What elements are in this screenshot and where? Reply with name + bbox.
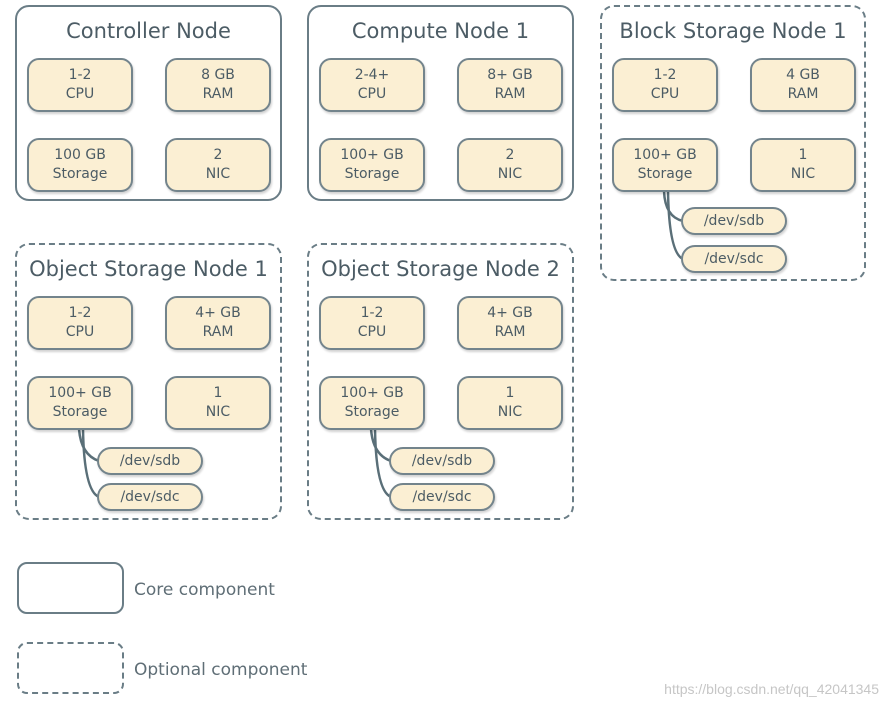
node-title: Object Storage Node 2: [321, 257, 560, 281]
resource-unit: Storage: [52, 166, 108, 182]
resource-unit: Storage: [52, 404, 108, 420]
cpu-resource: 1-2 CPU: [319, 296, 425, 350]
resource-unit: CPU: [650, 86, 680, 102]
cpu-resource: 1-2 CPU: [612, 58, 718, 112]
resource-value: 100+ GB: [340, 385, 404, 401]
nic-resource: 2 NIC: [457, 138, 563, 192]
storage-resource: 100+ GB Storage: [27, 376, 133, 430]
resource-unit: CPU: [357, 86, 387, 102]
node-title: Compute Node 1: [351, 19, 530, 43]
disk-sdc: /dev/sdc: [681, 245, 787, 273]
resource-unit: Storage: [344, 404, 400, 420]
disk-sdb: /dev/sdb: [97, 447, 203, 475]
resource-unit: RAM: [494, 86, 526, 102]
storage-resource: 100+ GB Storage: [612, 138, 718, 192]
cpu-resource: 1-2 CPU: [27, 296, 133, 350]
resource-value: 8 GB: [201, 67, 235, 83]
resource-value: 100 GB: [54, 147, 106, 163]
resource-value: 1: [798, 147, 808, 163]
resource-value: 1: [213, 385, 223, 401]
legend-core-swatch: [17, 562, 124, 614]
nic-resource: 1 NIC: [165, 376, 271, 430]
resource-value: 4+ GB: [487, 305, 533, 321]
resource-value: 2: [505, 147, 515, 163]
cpu-resource: 1-2 CPU: [27, 58, 133, 112]
nic-resource: 1 NIC: [750, 138, 856, 192]
resource-unit: RAM: [202, 324, 234, 340]
watermark: https://blog.csdn.net/qq_42041345: [664, 681, 879, 697]
resource-value: 1: [505, 385, 515, 401]
ram-resource: 4+ GB RAM: [457, 296, 563, 350]
resource-value: 1-2: [360, 305, 384, 321]
resource-unit: RAM: [787, 86, 819, 102]
storage-resource: 100+ GB Storage: [319, 138, 425, 192]
cpu-resource: 2-4+ CPU: [319, 58, 425, 112]
disk-sdc: /dev/sdc: [389, 483, 495, 511]
resource-value: 2: [213, 147, 223, 163]
resource-value: 100+ GB: [340, 147, 404, 163]
resource-value: 1-2: [68, 67, 92, 83]
node-title: Block Storage Node 1: [619, 19, 847, 43]
object-storage-node-2: Object Storage Node 2 1-2 CPU 4+ GB RAM …: [307, 243, 574, 520]
legend-optional-label: Optional component: [134, 660, 308, 680]
resource-value: 1-2: [653, 67, 677, 83]
storage-resource: 100 GB Storage: [27, 138, 133, 192]
resource-value: 100+ GB: [48, 385, 112, 401]
legend-core-label: Core component: [134, 580, 275, 600]
ram-resource: 4 GB RAM: [750, 58, 856, 112]
disk-sdb: /dev/sdb: [681, 207, 787, 235]
controller-node: Controller Node 1-2 CPU 8 GB RAM 100 GB …: [15, 5, 282, 201]
resource-unit: NIC: [497, 404, 523, 420]
disk-sdc: /dev/sdc: [97, 483, 203, 511]
nic-resource: 1 NIC: [457, 376, 563, 430]
resource-unit: Storage: [344, 166, 400, 182]
object-storage-node-1: Object Storage Node 1 1-2 CPU 4+ GB RAM …: [15, 243, 282, 520]
compute-node-1: Compute Node 1 2-4+ CPU 8+ GB RAM 100+ G…: [307, 5, 574, 201]
resource-unit: CPU: [65, 324, 95, 340]
resource-unit: NIC: [790, 166, 816, 182]
ram-resource: 8+ GB RAM: [457, 58, 563, 112]
resource-unit: RAM: [494, 324, 526, 340]
resource-unit: Storage: [637, 166, 693, 182]
resource-value: 100+ GB: [633, 147, 697, 163]
disk-sdb: /dev/sdb: [389, 447, 495, 475]
node-title: Object Storage Node 1: [29, 257, 268, 281]
legend-optional-swatch: [17, 642, 124, 694]
node-title: Controller Node: [66, 19, 231, 43]
resource-value: 4+ GB: [195, 305, 241, 321]
storage-resource: 100+ GB Storage: [319, 376, 425, 430]
nic-resource: 2 NIC: [165, 138, 271, 192]
resource-value: 2-4+: [354, 67, 390, 83]
block-storage-node-1: Block Storage Node 1 1-2 CPU 4 GB RAM 10…: [600, 5, 866, 281]
resource-unit: CPU: [65, 86, 95, 102]
resource-value: 4 GB: [786, 67, 820, 83]
resource-unit: NIC: [497, 166, 523, 182]
resource-unit: RAM: [202, 86, 234, 102]
ram-resource: 8 GB RAM: [165, 58, 271, 112]
ram-resource: 4+ GB RAM: [165, 296, 271, 350]
resource-value: 8+ GB: [487, 67, 533, 83]
resource-unit: CPU: [357, 324, 387, 340]
resource-unit: NIC: [205, 404, 231, 420]
resource-value: 1-2: [68, 305, 92, 321]
resource-unit: NIC: [205, 166, 231, 182]
